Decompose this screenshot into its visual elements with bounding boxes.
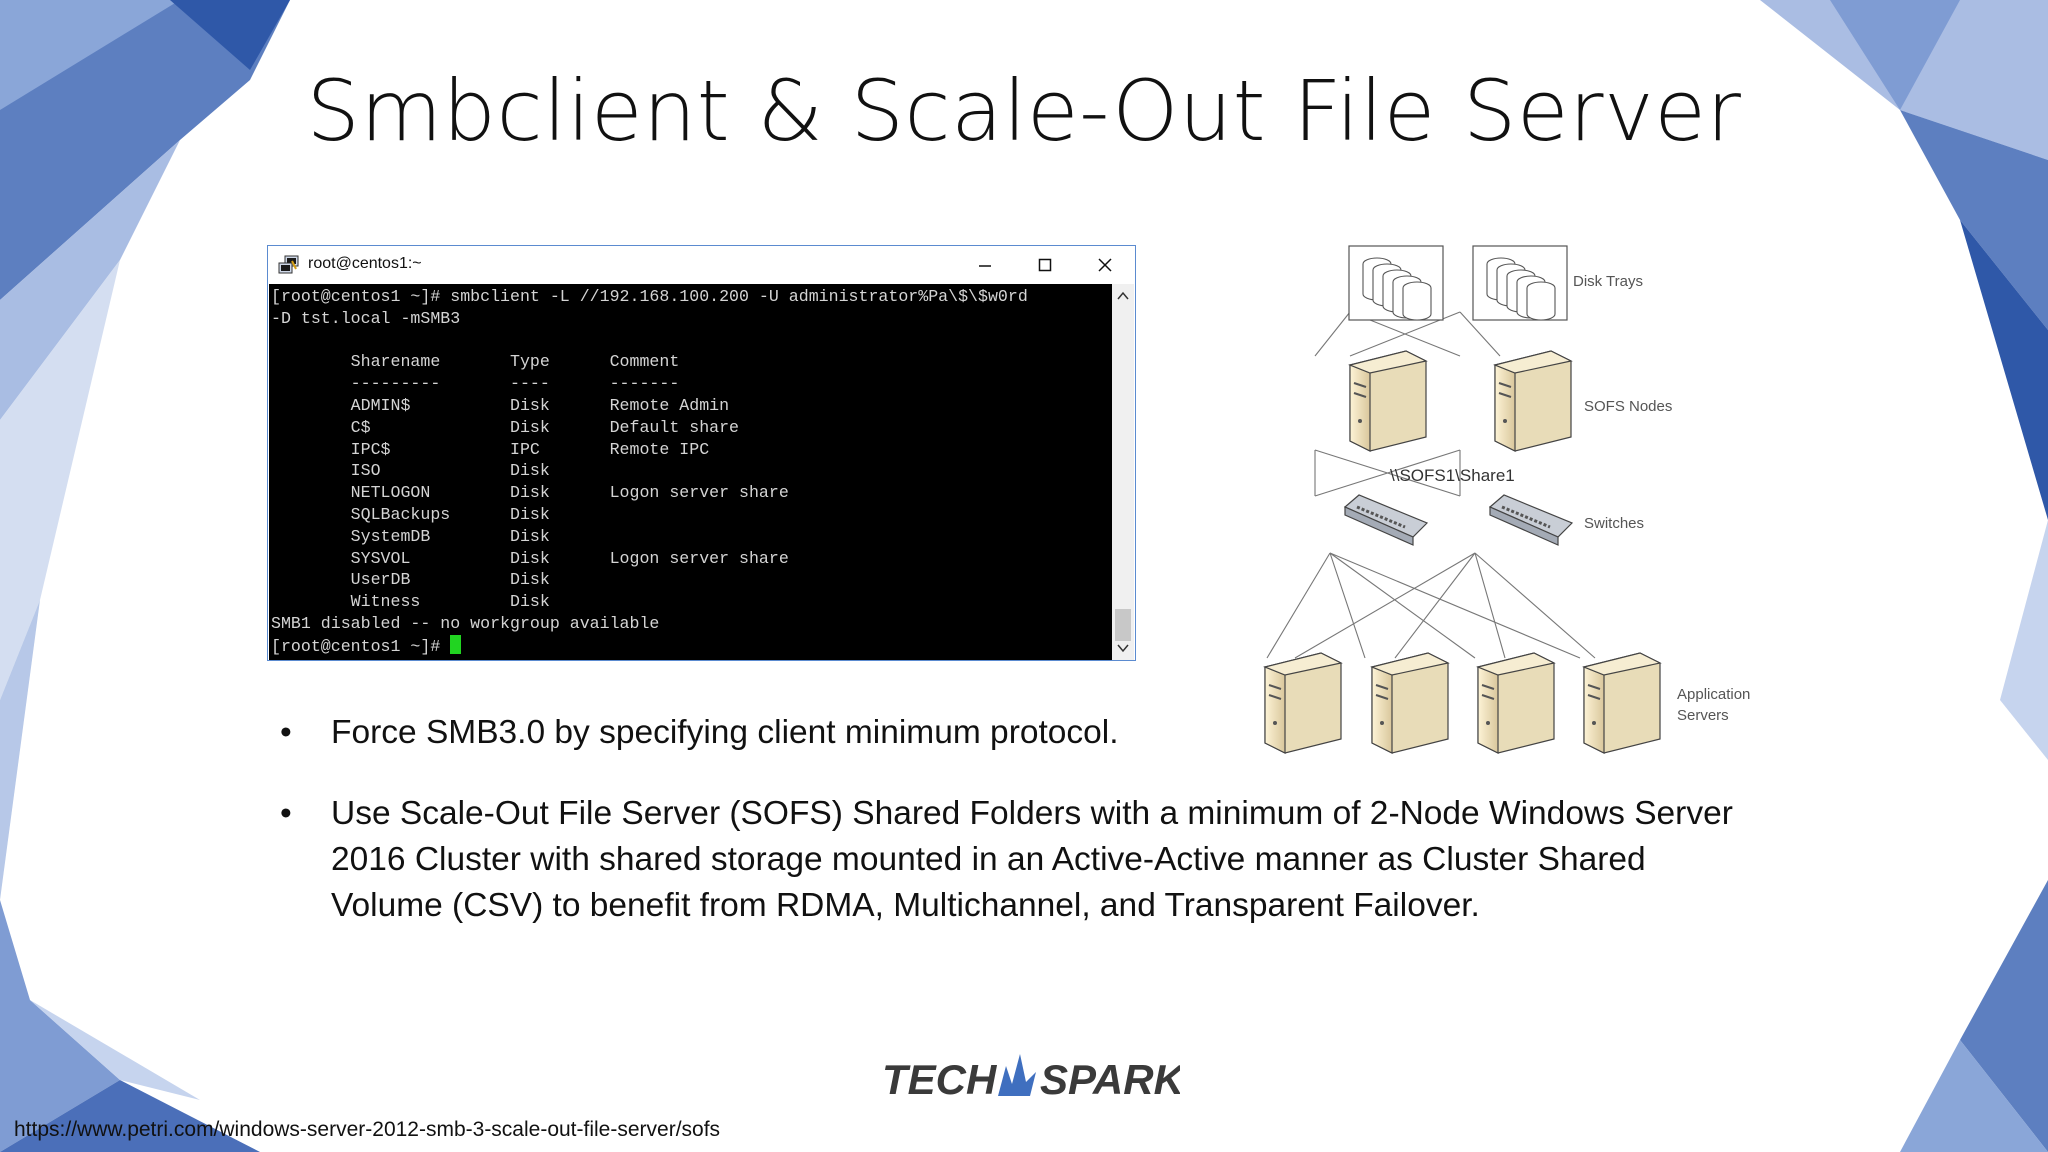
bullet-item: • Force SMB3.0 by specifying client minim… <box>280 710 1740 756</box>
terminal-line: NETLOGON Disk Logon server share <box>350 483 789 503</box>
scrollbar-track <box>1115 291 1131 653</box>
terminal-line: ISO Disk <box>350 461 550 481</box>
terminal-line: SYSVOL Disk Logon server share <box>350 548 789 568</box>
maximize-icon <box>1038 258 1052 272</box>
bullet-item: • Use Scale-Out File Server (SOFS) Shared… <box>280 791 1740 929</box>
sofs-node-1-icon <box>1349 350 1427 452</box>
label-app-servers-line1: Application <box>1677 686 1750 703</box>
techspark-logo: TECH SPARK <box>882 1054 1180 1103</box>
bullet-list: • Force SMB3.0 by specifying client minim… <box>280 710 1740 964</box>
bullet-dot-icon: • <box>280 714 292 751</box>
terminal-titlebar[interactable]: root@centos1:~ <box>268 246 1135 284</box>
terminal-line: SQLBackups Disk <box>350 504 550 524</box>
terminal-line: Sharename Type Comment <box>350 352 680 372</box>
terminal-line: IPC$ IPC Remote IPC <box>350 439 710 459</box>
putty-icon <box>278 255 299 274</box>
terminal-window[interactable]: root@centos1:~ [root@centos1 ~]# smbclie… <box>267 245 1136 661</box>
minimize-icon <box>979 265 991 267</box>
spark-icon <box>998 1054 1036 1096</box>
label-share-path: \\SOFS1\Share1 <box>1390 466 1515 485</box>
switch-2-icon <box>1488 493 1574 547</box>
bullet-text: Use Scale-Out File Server (SOFS) Shared … <box>331 795 1733 924</box>
close-icon <box>1098 258 1112 272</box>
terminal-window-title: root@centos1:~ <box>308 255 422 272</box>
terminal-output[interactable]: [root@centos1 ~]# smbclient -L //192.168… <box>269 284 1113 660</box>
terminal-line: SMB1 disabled -- no workgroup available <box>271 613 660 633</box>
scrollbar-thumb <box>1115 609 1131 641</box>
terminal-line: Witness Disk <box>350 592 550 612</box>
label-disk-trays: Disk Trays <box>1573 273 1643 290</box>
close-button[interactable] <box>1075 246 1135 284</box>
label-app-servers-line2: Servers <box>1677 707 1729 724</box>
terminal-line: [root@centos1 ~]# smbclient -L //192.168… <box>271 287 1028 306</box>
logo-text-right: SPARK <box>1040 1056 1180 1103</box>
terminal-line: --------- ---- ------- <box>350 374 680 394</box>
terminal-line: -D tst.local -mSMB3 <box>271 308 461 328</box>
terminal-line: ADMIN$ Disk Remote Admin <box>350 395 730 415</box>
sofs-architecture-diagram: Disk Trays SOFS Nodes \\SOFS1\Share1 Swi… <box>1264 245 1750 754</box>
terminal-cursor <box>450 634 462 654</box>
maximize-button[interactable] <box>1015 246 1075 284</box>
diagram-connections <box>1266 311 1596 659</box>
disk-tray-2-icon <box>1472 245 1568 321</box>
source-link[interactable]: https://www.petri.com/windows-server-201… <box>14 1118 721 1141</box>
terminal-scrollbar[interactable] <box>1112 284 1134 660</box>
terminal-line: UserDB Disk <box>350 570 550 590</box>
label-sofs-nodes: SOFS Nodes <box>1584 398 1672 415</box>
switch-1-icon <box>1343 493 1429 547</box>
terminal-line: C$ Disk Default share <box>350 417 740 437</box>
terminal-line: SystemDB Disk <box>350 526 550 546</box>
minimize-button[interactable] <box>955 246 1015 284</box>
scroll-up-arrow-icon <box>1117 291 1129 300</box>
logo-text-left: TECH <box>882 1056 998 1103</box>
terminal-prompt: [root@centos1 ~]# <box>271 636 451 656</box>
bullet-text: Force SMB3.0 by specifying client minimu… <box>331 714 1119 751</box>
label-switches: Switches <box>1584 515 1644 532</box>
sofs-node-2-icon <box>1494 350 1572 452</box>
slide-title: Smbclient & Scale-Out File Server <box>306 62 1742 160</box>
scroll-down-arrow-icon <box>1117 644 1129 653</box>
bullet-dot-icon: • <box>280 795 292 832</box>
disk-tray-1-icon <box>1348 245 1444 321</box>
